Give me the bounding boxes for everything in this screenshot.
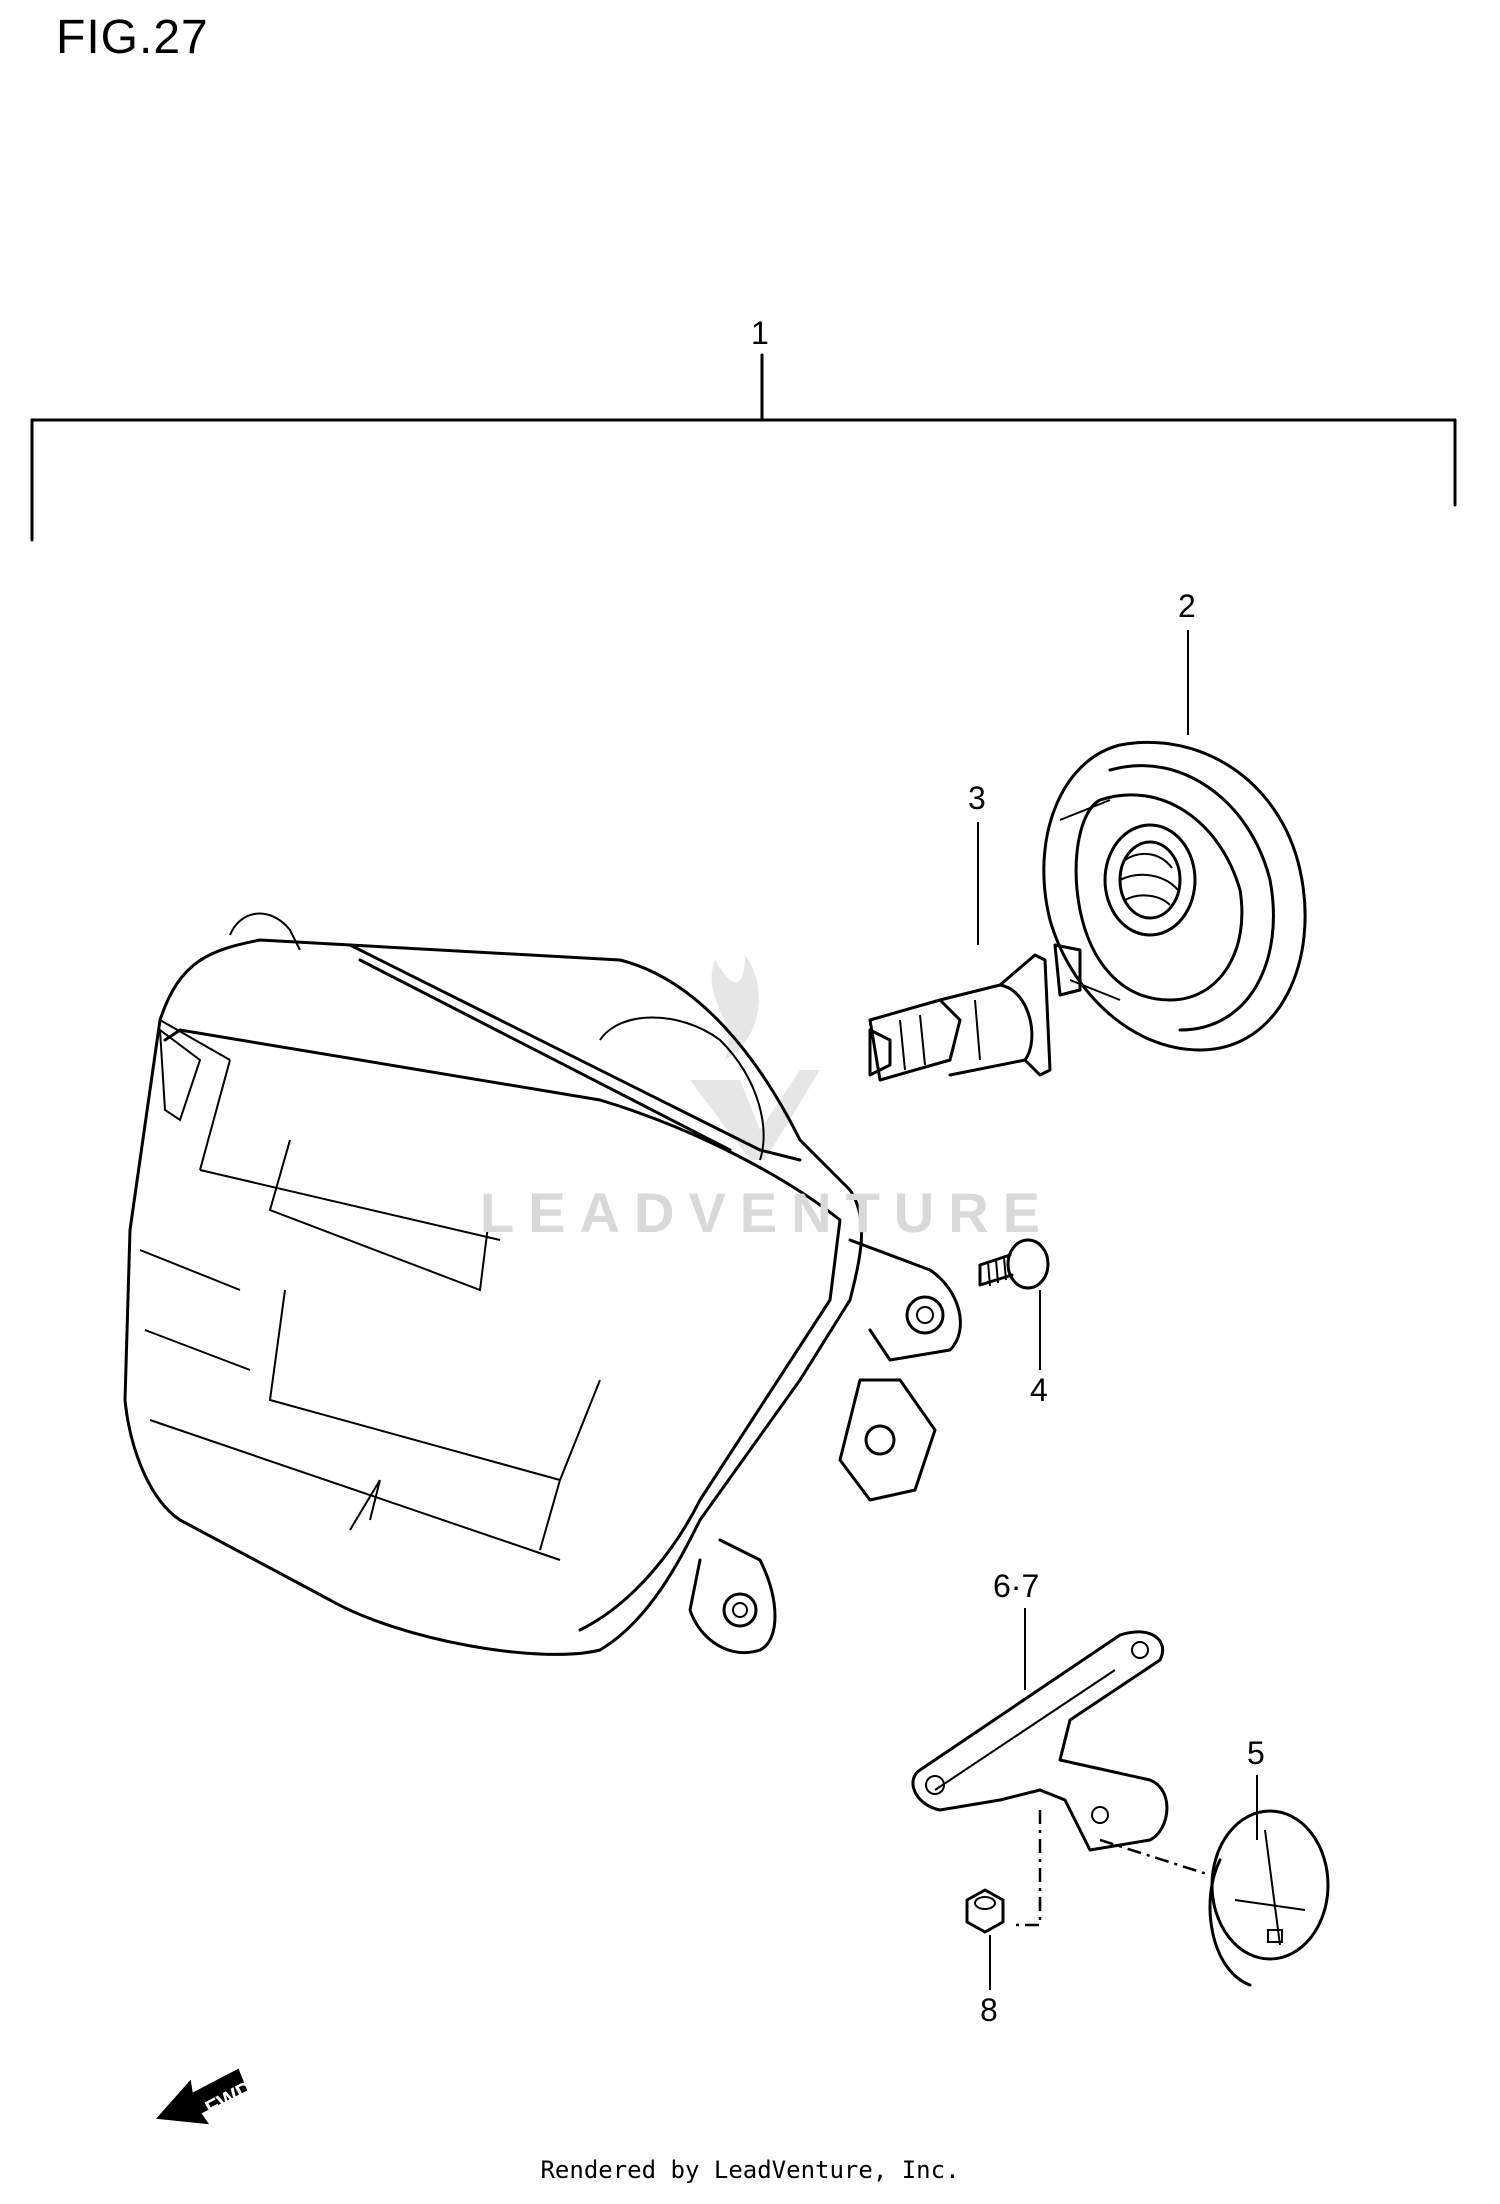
socket-cover bbox=[1042, 740, 1307, 1052]
nut bbox=[965, 1888, 1005, 1934]
watermark-text: LEADVENTURE bbox=[480, 1181, 1055, 1244]
callout-5: 5 bbox=[1247, 1735, 1265, 1771]
cap bbox=[1208, 1809, 1330, 1987]
leader-lines bbox=[977, 630, 1258, 1990]
callout-2: 2 bbox=[1178, 588, 1196, 624]
mounting-tab-upper bbox=[848, 1238, 962, 1362]
mounting-tab-side bbox=[838, 1378, 937, 1502]
callout-3: 3 bbox=[968, 780, 986, 816]
callout-6-7: 6·7 bbox=[993, 1568, 1040, 1604]
watermark-logo bbox=[690, 955, 820, 1160]
callout-8: 8 bbox=[980, 1992, 998, 2028]
callout-4: 4 bbox=[1030, 1372, 1048, 1408]
mounting-tab-lower bbox=[688, 1538, 777, 1655]
figure-title: FIG.27 bbox=[56, 11, 209, 64]
assembly-line-cap bbox=[1099, 1838, 1211, 1877]
headlight-bulb bbox=[868, 943, 1082, 1082]
stay-bracket bbox=[911, 1630, 1169, 1852]
assembly-line-nut bbox=[1015, 1810, 1042, 1927]
assembly-bracket bbox=[30, 353, 1457, 542]
fwd-arrow-icon bbox=[155, 2068, 248, 2125]
callout-1: 1 bbox=[751, 315, 769, 351]
render-credit: Rendered by LeadVenture, Inc. bbox=[540, 2156, 960, 2184]
headlight-housing bbox=[123, 912, 962, 1656]
screw bbox=[978, 1238, 1050, 1290]
